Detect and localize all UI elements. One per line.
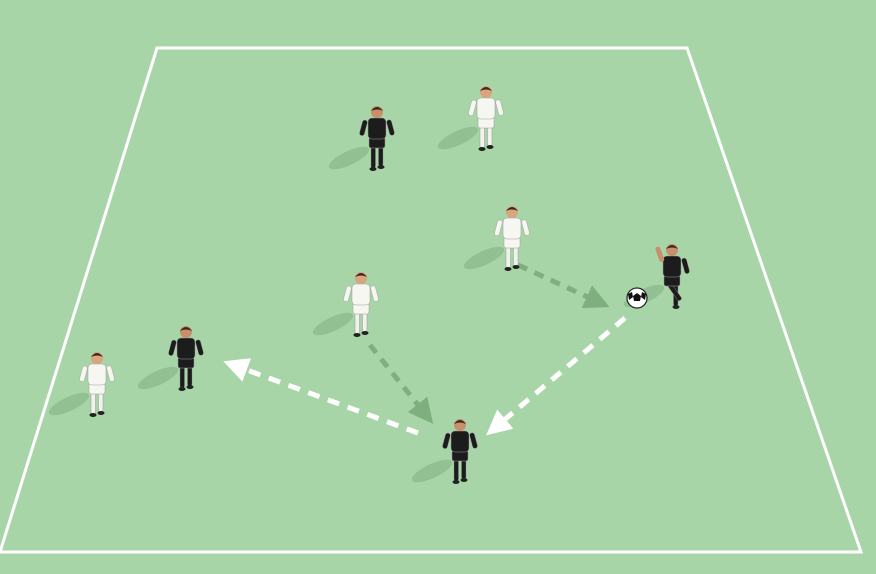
player-black-with-ball: [655, 244, 690, 309]
player-boot: [478, 147, 486, 151]
player-leg: [362, 311, 368, 333]
player-boot: [178, 387, 186, 391]
player-hair: [180, 327, 192, 331]
player-hair: [371, 107, 383, 111]
player-shirt: [476, 97, 496, 120]
player-arm: [521, 219, 530, 236]
player-leg: [98, 391, 104, 413]
player-boot: [672, 305, 680, 309]
players: [79, 86, 690, 484]
player-shadow: [312, 312, 354, 336]
player-shadow: [463, 246, 505, 270]
player-boot: [361, 331, 369, 335]
player-boot: [89, 413, 97, 417]
player-leg: [505, 245, 511, 269]
player-arm: [494, 219, 503, 236]
player-white-left: [79, 352, 115, 417]
ball-panel: [633, 293, 641, 301]
player-leg: [370, 145, 376, 169]
player-arm: [195, 339, 204, 356]
player-shadow: [437, 126, 479, 150]
player-shirt: [502, 217, 522, 240]
player-white-top: [468, 86, 504, 151]
player-boot: [504, 267, 512, 271]
player-shirt: [662, 255, 682, 278]
player-leg: [187, 365, 193, 387]
player-hair: [91, 353, 103, 357]
player-boot: [460, 478, 468, 482]
player-boot: [452, 480, 460, 484]
player-boot: [353, 333, 361, 337]
player-leg: [453, 458, 459, 482]
player-shirt: [450, 430, 470, 453]
player-black-top: [359, 106, 395, 171]
player-shadow: [48, 392, 90, 416]
player-boot: [486, 145, 494, 149]
player-arm: [386, 119, 395, 136]
player-black-left: [168, 326, 204, 391]
player-shirt: [367, 117, 387, 140]
player-shadow: [137, 366, 179, 390]
player-arm: [168, 339, 177, 356]
player-arm: [442, 432, 451, 449]
player-hair: [454, 420, 466, 424]
ball-panel: [641, 292, 646, 300]
pass-arrow: [486, 316, 627, 436]
pass-arrows: [223, 316, 627, 436]
player-shirt: [176, 337, 196, 360]
player-arm: [469, 432, 478, 449]
player-arm: [370, 285, 379, 302]
player-arm: [106, 365, 115, 382]
player-arm: [495, 99, 504, 116]
player-leg: [513, 245, 519, 267]
player-shirt: [351, 283, 371, 306]
player-arm: [343, 285, 352, 302]
player-boot: [186, 385, 194, 389]
player-shadow: [328, 146, 370, 170]
player-leg: [354, 311, 360, 335]
run-arrows: [368, 262, 610, 424]
player-arm: [655, 246, 665, 262]
player-arm: [468, 99, 477, 116]
ball-panel: [628, 292, 633, 300]
player-black-bottom: [442, 419, 478, 484]
player-hair: [506, 207, 518, 211]
run-arrow: [368, 343, 434, 424]
player-boot: [369, 167, 377, 171]
player-white-mid-right: [494, 206, 530, 271]
soccer-ball-icon: [626, 287, 648, 309]
pass-arrow: [223, 358, 419, 436]
player-leg: [179, 365, 185, 389]
player-leg: [461, 458, 467, 480]
player-hair: [355, 273, 367, 277]
player-arm: [359, 119, 368, 136]
player-shadow: [411, 459, 453, 483]
run-arrow: [516, 262, 610, 309]
player-leg: [378, 145, 384, 167]
player-white-center: [343, 272, 379, 337]
player-boot: [97, 411, 105, 415]
player-hair: [480, 87, 492, 91]
player-leg: [479, 125, 485, 149]
player-shirt: [87, 363, 107, 386]
player-leg: [90, 391, 96, 415]
player-boot: [512, 265, 520, 269]
player-leg: [487, 125, 493, 147]
player-arm: [681, 257, 690, 274]
player-hair: [666, 245, 678, 249]
field-boundary-lines: [0, 46, 864, 554]
player-arm: [79, 365, 88, 382]
player-boot: [377, 165, 385, 169]
